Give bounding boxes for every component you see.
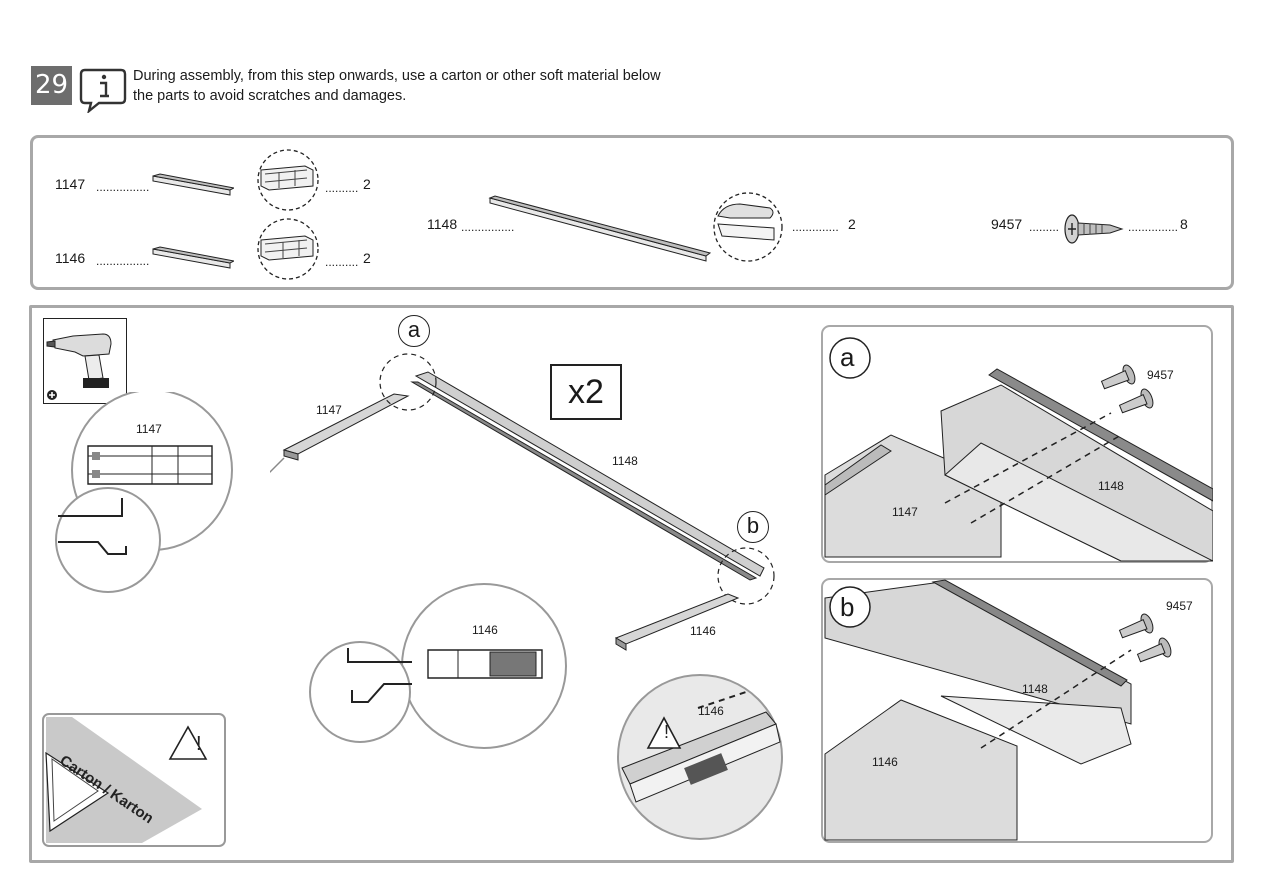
label-1148-bar: 1148 [612, 454, 638, 468]
part-9457-id: 9457 [991, 216, 1023, 232]
label-1146-detail: 1146 [472, 623, 498, 637]
part-1146-id: 1146 [55, 250, 86, 266]
part-1146-qty-dots: .......... [325, 255, 359, 269]
label-1147-bar: 1147 [316, 403, 342, 417]
detail-a-label-1148: 1148 [1098, 479, 1124, 493]
frame-exploded-view [270, 353, 775, 605]
detail-b-screw-label: 9457 [1166, 599, 1193, 613]
assembly-diagram-panel [29, 305, 1234, 863]
carton-warning-illustration [42, 713, 226, 847]
info-speech-bubble-icon [79, 68, 127, 113]
detail-b-view [821, 578, 1213, 843]
warning-icon: ! [196, 733, 202, 755]
detail-b-label: b [840, 592, 855, 622]
parts-list-panel [30, 135, 1234, 290]
profile-1148-section-icon [713, 192, 783, 262]
detail-a-label: a [840, 342, 855, 372]
assembly-note: During assembly, from this step onwards,… [133, 66, 693, 106]
callout-b: b [737, 511, 769, 543]
detail-a-screw-label: 9457 [1147, 368, 1174, 382]
part-1147-qty-dots: .......... [325, 181, 359, 195]
profile-1146-icon [152, 246, 234, 269]
note-line-2: the parts to avoid scratches and damages… [133, 88, 407, 104]
label-1146-bar: 1146 [690, 624, 716, 638]
part-9457-dots: ......... [1029, 220, 1060, 234]
screw-9457-icon [1064, 214, 1124, 244]
profile-1147-icon [152, 173, 234, 196]
detail-b-label-1148: 1148 [1022, 682, 1048, 696]
step-number: 29 [31, 66, 72, 105]
closeup-warning-icon: ! [664, 722, 670, 742]
part-1147-id: 1147 [55, 176, 86, 192]
label-1146-closeup: 1146 [698, 704, 724, 718]
label-1147-detail: 1147 [136, 422, 162, 436]
callout-a: a [398, 315, 430, 347]
profile-1146-closeup-view [617, 674, 783, 840]
part-1148-id: 1148 [427, 216, 458, 232]
part-1148-dots: ................ [461, 220, 515, 234]
profile-1147-detail-view [55, 392, 233, 593]
profile-1148-icon [488, 195, 712, 262]
part-1147-qty: 2 [363, 176, 371, 192]
detail-a-label-1147: 1147 [892, 505, 918, 519]
profile-1146-detail-view [309, 583, 567, 749]
part-9457-qty: 8 [1180, 216, 1188, 232]
profile-1146-section-icon [257, 218, 319, 280]
power-drill-icon [43, 318, 127, 404]
quantity-multiplier: x2 [550, 364, 622, 420]
note-line-1: During assembly, from this step onwards,… [133, 68, 661, 84]
detail-b-label-1146: 1146 [872, 755, 898, 769]
detail-a-view [821, 325, 1213, 563]
part-9457-qty-dots: ............... [1128, 220, 1179, 234]
part-1146-dots: ................ [96, 254, 150, 268]
part-1147-dots: ................ [96, 180, 150, 194]
part-1148-qty-dots: .............. [792, 220, 839, 234]
part-1146-qty: 2 [363, 250, 371, 266]
part-1148-qty: 2 [848, 216, 856, 232]
bar-1146 [614, 593, 740, 651]
profile-1147-section-icon [257, 149, 319, 211]
